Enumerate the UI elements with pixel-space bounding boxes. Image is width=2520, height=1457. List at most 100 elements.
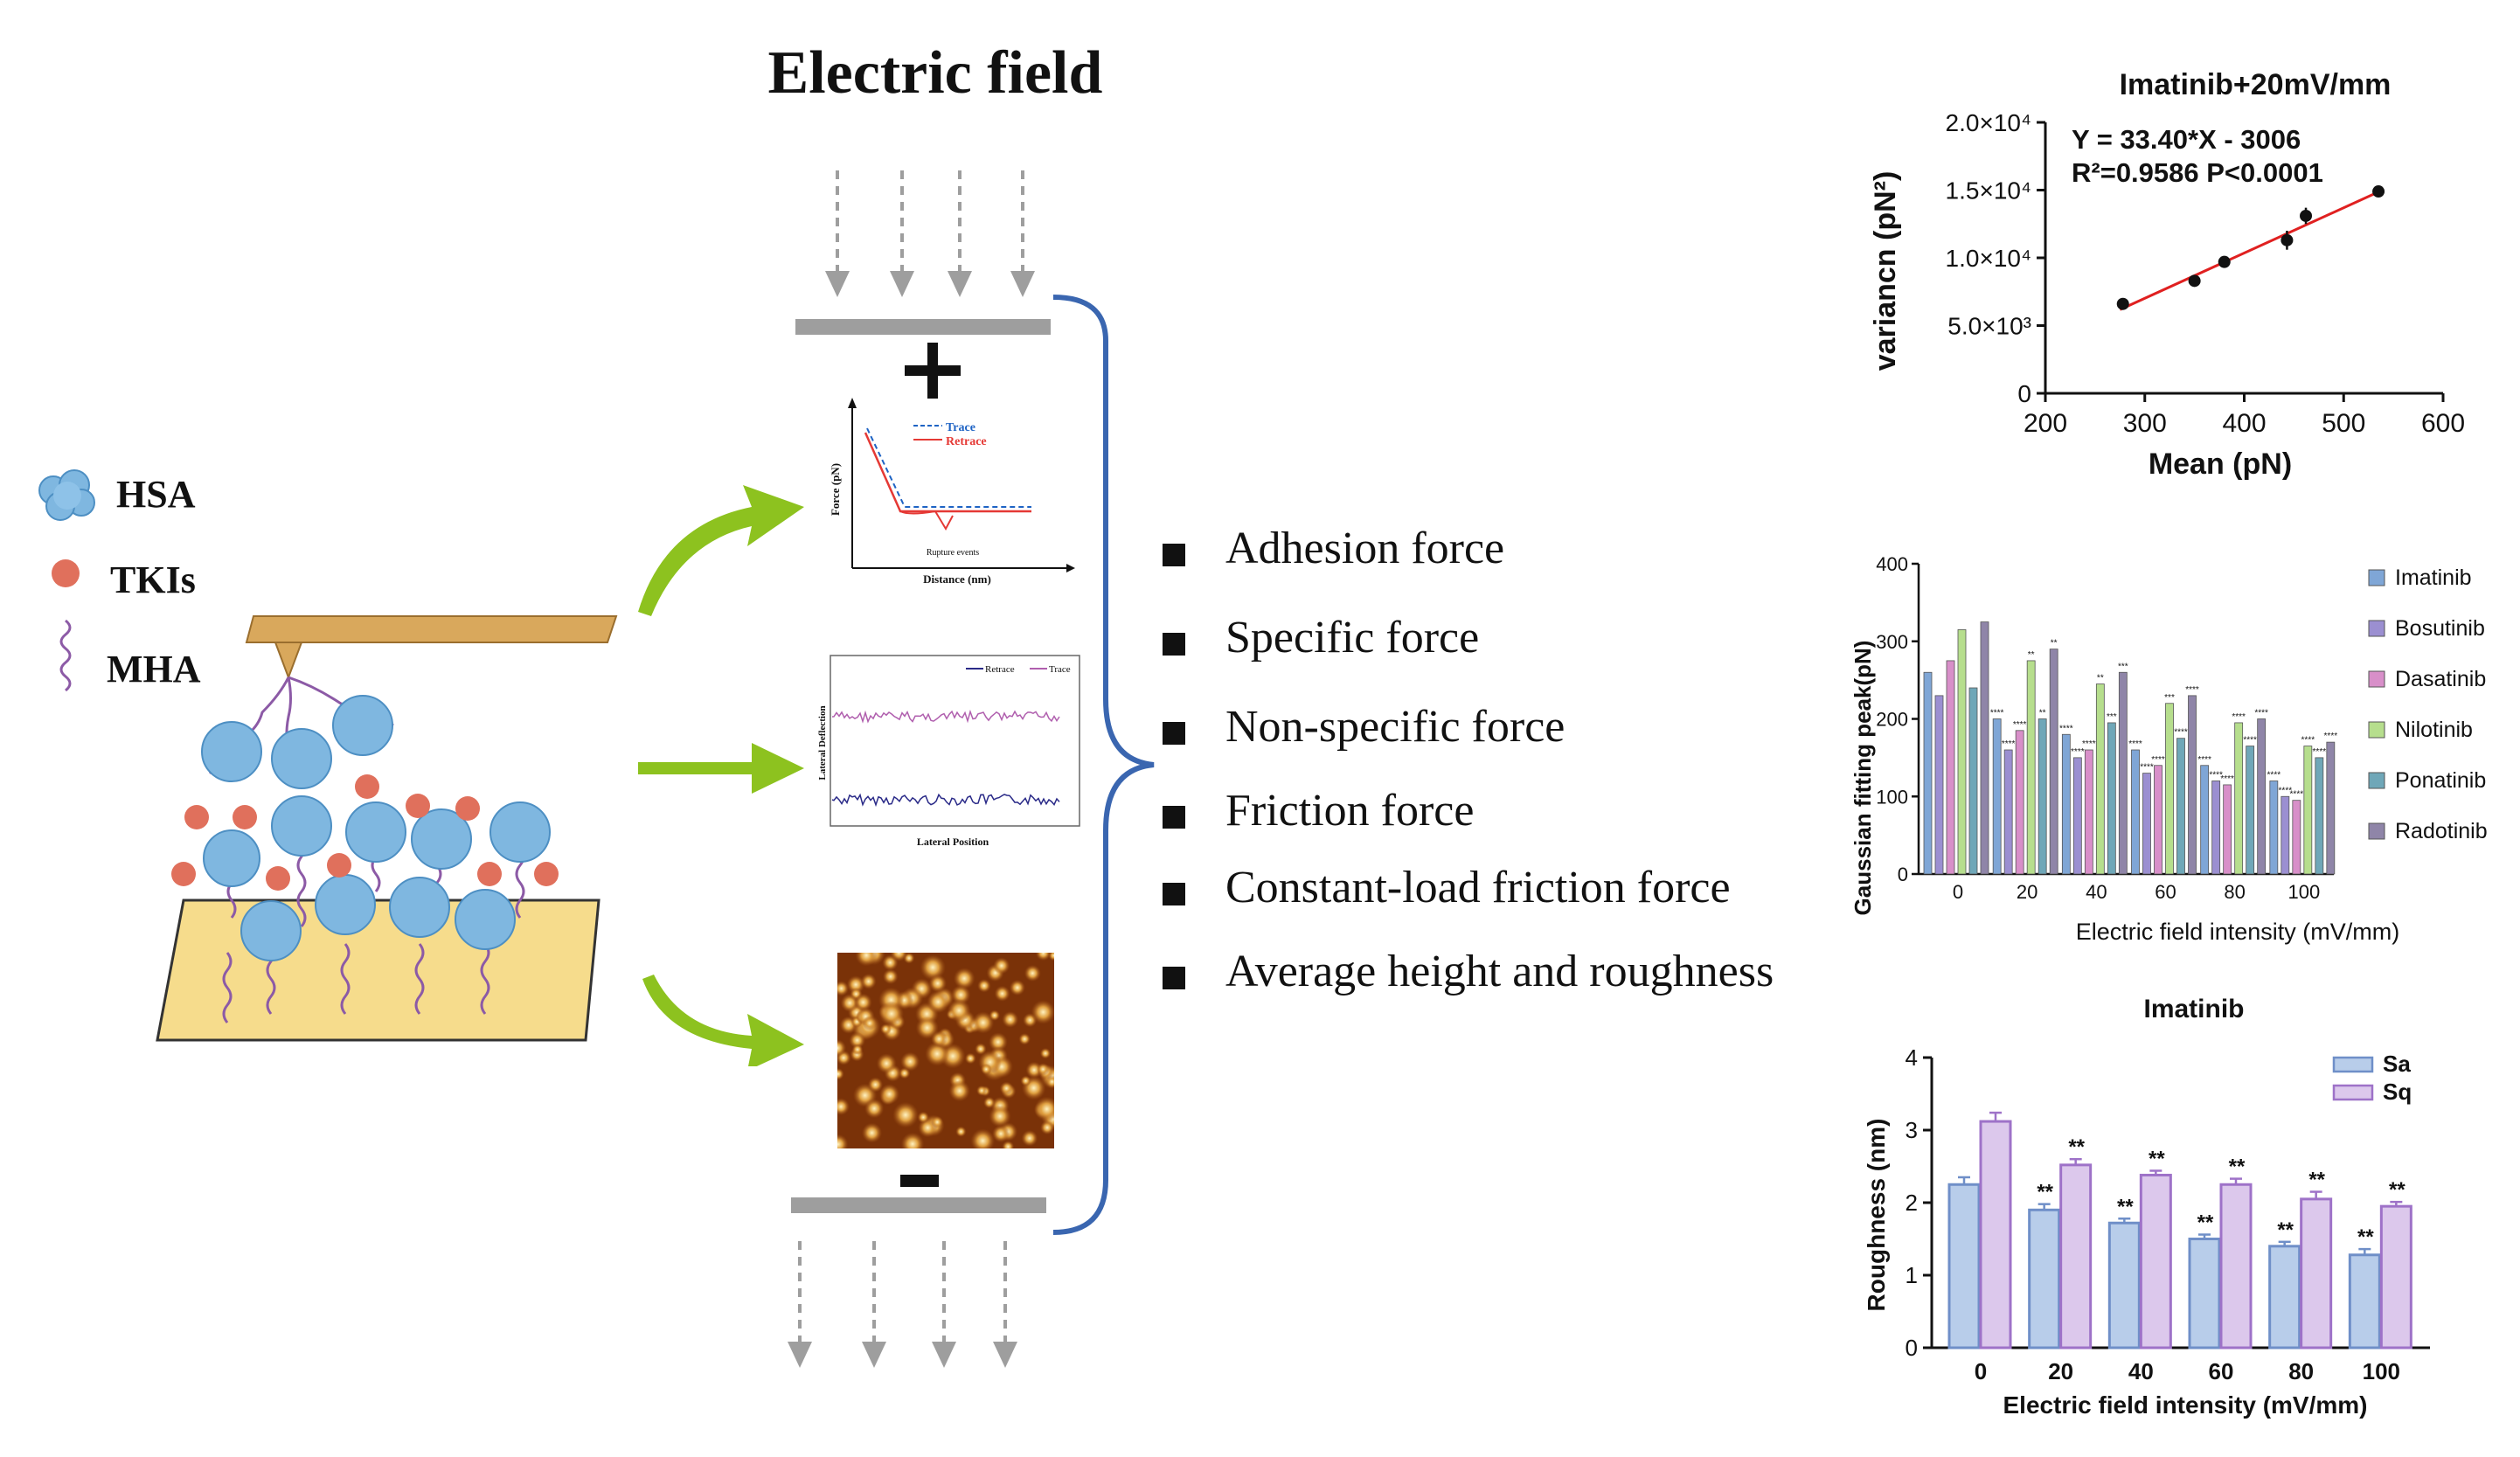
tki-molecules xyxy=(171,774,559,891)
topography-grain xyxy=(880,1023,892,1035)
list-item: Constant-load friction force xyxy=(1163,862,1862,923)
topography-grain xyxy=(992,1125,1010,1143)
significance-label: **** xyxy=(2082,739,2096,749)
topography-grain xyxy=(1018,1033,1031,1045)
roughness-x-tick-label: 40 xyxy=(2128,1358,2154,1384)
scatter-x-tick-label: 200 xyxy=(2024,409,2067,438)
significance-label: **** xyxy=(2313,747,2327,757)
topography-grain xyxy=(840,994,859,1012)
topography-grain xyxy=(1021,1129,1038,1147)
topography-grain xyxy=(999,1081,1014,1095)
scatter-y-tick-label: 5.0×10³ xyxy=(1947,313,2031,340)
bar xyxy=(2131,749,2140,875)
significance-label: **** xyxy=(2197,755,2211,765)
field-arrows-bottom xyxy=(788,1241,1017,1368)
significance-label: **** xyxy=(2174,728,2188,738)
roughness-y-tick-label: 4 xyxy=(1906,1044,1918,1071)
legend-icons xyxy=(38,469,95,692)
significance-label: ** xyxy=(2068,1135,2085,1159)
gaussian-x-tick-label: 60 xyxy=(2155,881,2176,903)
bar xyxy=(2095,683,2105,875)
legend-swatch xyxy=(2332,1056,2374,1073)
significance-label: **** xyxy=(2128,739,2142,749)
significance-label: **** xyxy=(2013,720,2027,730)
scatter-x-tick-label: 400 xyxy=(2222,409,2266,438)
significance-label: *** xyxy=(2118,662,2128,671)
bar xyxy=(1946,660,1955,875)
topography-grain xyxy=(1002,1141,1015,1148)
topography-grain xyxy=(1009,979,1025,996)
significance-label: ** xyxy=(2277,1218,2294,1242)
bar xyxy=(2059,1163,2093,1349)
topography-grain xyxy=(855,953,878,967)
topography-grain xyxy=(837,981,850,996)
topography-grain xyxy=(846,975,865,994)
legend-label: Ponatinib xyxy=(2395,768,2486,793)
significance-label: ** xyxy=(2117,1195,2134,1218)
bar xyxy=(2038,718,2047,875)
afm-tip xyxy=(274,642,303,680)
topography-grain xyxy=(1039,1047,1052,1059)
arrow-to-friction xyxy=(638,743,804,794)
roughness-x-tick-label: 80 xyxy=(2288,1358,2314,1384)
significance-label: ** xyxy=(2357,1225,2374,1249)
topography-grain xyxy=(878,1001,905,1027)
topography-grain xyxy=(994,985,1010,1002)
topography-grain xyxy=(854,993,872,1012)
bar xyxy=(2118,671,2128,875)
bullet-icon xyxy=(1163,633,1185,656)
topography-grain xyxy=(931,1115,944,1128)
topography-grain xyxy=(947,998,971,1023)
bar xyxy=(2200,765,2210,875)
roughness-title: Imatinib xyxy=(2143,995,2244,1023)
bar xyxy=(2015,730,2024,875)
topography-grain xyxy=(980,1063,992,1075)
bar xyxy=(2326,741,2336,875)
topography-grain xyxy=(878,1084,900,1105)
topography-grain xyxy=(975,1043,987,1055)
topography-grain xyxy=(900,1132,925,1148)
topography-grain xyxy=(890,953,908,962)
bar xyxy=(2061,733,2071,875)
topography-grain xyxy=(1024,964,1041,982)
topography-grain xyxy=(867,1077,884,1093)
friction-panel: Retrace Trace Lateral Position Lateral D… xyxy=(817,655,1080,848)
tki-icon xyxy=(52,559,80,587)
topography-grain xyxy=(989,1009,1001,1021)
list-item: Adhesion force xyxy=(1163,523,1862,584)
bar xyxy=(2246,746,2255,875)
topography-grain xyxy=(882,968,899,985)
significance-label: **** xyxy=(2151,755,2165,765)
significance-label: *** xyxy=(2107,712,2117,722)
bar xyxy=(2072,757,2082,875)
friction-x-label: Lateral Position xyxy=(917,836,989,848)
bar xyxy=(2154,765,2162,875)
roughness-x-tick-label: 100 xyxy=(2363,1358,2400,1384)
legend-swatch xyxy=(2368,822,2385,840)
legend-swatch xyxy=(2332,1084,2374,1101)
scatter-annotation-eq: Y = 33.40*X - 3006 xyxy=(2072,124,2301,155)
topography-grain xyxy=(837,1039,847,1058)
legend-label: Nilotinib xyxy=(2395,718,2473,742)
topography-grain xyxy=(899,1067,911,1079)
significance-label: ** xyxy=(2149,1147,2165,1170)
roughness-x-tick-label: 0 xyxy=(1975,1358,1987,1384)
significance-label: **** xyxy=(2232,712,2246,722)
legend-swatch xyxy=(2368,721,2385,739)
topography-grain xyxy=(972,1011,995,1034)
bar xyxy=(2269,781,2279,875)
bar xyxy=(2084,749,2093,875)
fit-line xyxy=(2119,188,2385,311)
bar xyxy=(2028,1208,2061,1349)
topography-grain xyxy=(864,1099,885,1119)
bar xyxy=(2107,1221,2141,1349)
significance-label: **** xyxy=(2254,709,2268,718)
topography-grain xyxy=(989,1105,1011,1127)
curly-bracket xyxy=(1052,295,1155,1235)
force-legend-retrace: Retrace xyxy=(946,435,987,448)
field-arrows-top xyxy=(825,170,1035,297)
topography-grain xyxy=(917,1111,930,1124)
data-point xyxy=(2280,233,2294,246)
gaussian-y-label: Gaussian fitting peak(pN) xyxy=(1850,641,1876,916)
legend-label: Sq xyxy=(2383,1079,2412,1105)
